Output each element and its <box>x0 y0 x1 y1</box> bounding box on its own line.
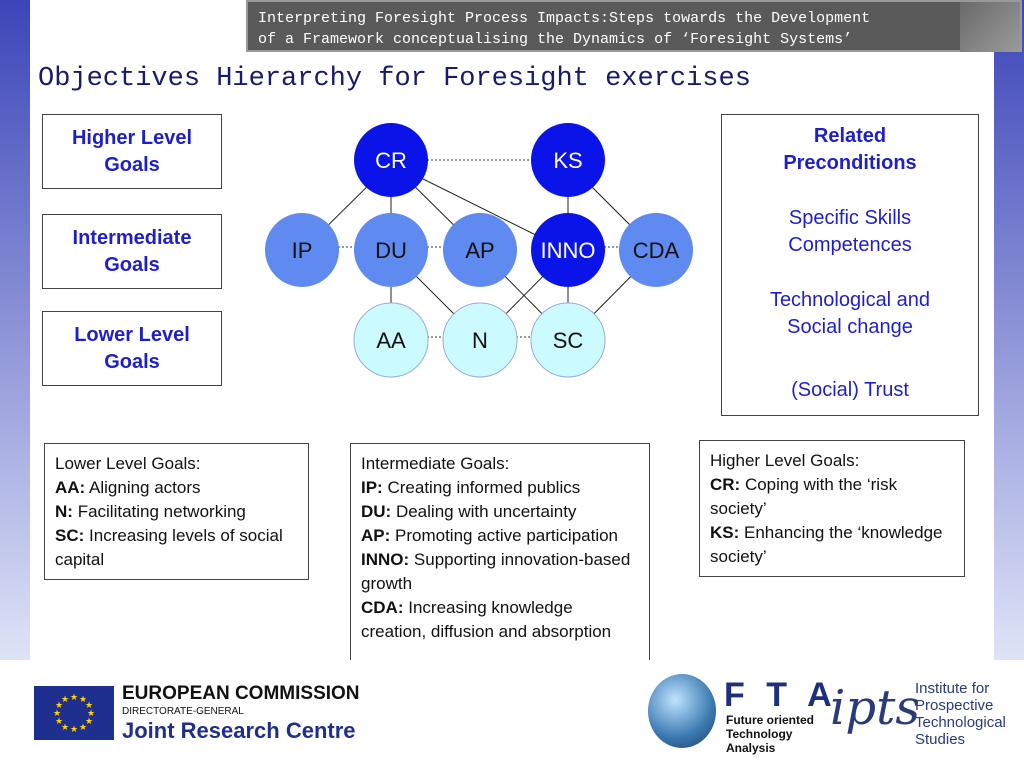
intermediate-desc-item: INNO: Supporting innovation-based growth <box>361 550 631 593</box>
eu-stars-icon: ★★★ ★★★ ★★★ ★★★ <box>53 693 95 735</box>
svg-text:★: ★ <box>79 695 87 705</box>
ipts-line-1: Institute for <box>915 680 990 697</box>
related-preconditions-box: Related Preconditions Specific Skills Co… <box>721 114 979 416</box>
lower-goals-description: Lower Level Goals: AA: Aligning actors N… <box>44 443 309 580</box>
svg-text:★: ★ <box>70 693 78 703</box>
fta-globe-logo-icon <box>648 674 716 748</box>
lower-level-label-2: Goals <box>104 350 160 373</box>
slide-title: Objectives Hierarchy for Foresight exerc… <box>38 64 751 94</box>
related-item-change: Technological and Social change <box>722 287 978 341</box>
related-item-trust: (Social) Trust <box>722 377 978 404</box>
node-du <box>354 213 428 287</box>
node-inno <box>531 213 605 287</box>
higher-desc-heading: Higher Level Goals: <box>710 451 860 470</box>
dotted-links <box>338 159 620 338</box>
lower-desc-heading: Lower Level Goals: <box>55 454 201 473</box>
node-ks <box>531 123 605 197</box>
right-gradient-bar <box>994 0 1024 660</box>
fta-subtitle: Future oriented Technology Analysis <box>726 713 814 755</box>
ec-name: EUROPEAN COMMISSION <box>122 683 360 704</box>
footer-band <box>0 660 1024 768</box>
node-ip <box>265 213 339 287</box>
ec-jrc: Joint Research Centre <box>122 718 356 743</box>
fta-line-3: Analysis <box>726 741 776 755</box>
node-cda-label: CDA <box>633 238 680 263</box>
node-inno-label: INNO <box>541 238 596 263</box>
svg-text:★: ★ <box>55 701 63 711</box>
intermediate-goals-description: Intermediate Goals: IP: Creating informe… <box>350 443 650 691</box>
svg-text:★: ★ <box>85 717 93 727</box>
higher-goals-description: Higher Level Goals: CR: Coping with the … <box>699 440 965 577</box>
node-aa <box>353 302 429 378</box>
node-n-label: N <box>472 328 488 353</box>
node-ip-label: IP <box>292 238 313 263</box>
svg-text:★: ★ <box>61 723 69 733</box>
header-line-1: Interpreting Foresight Process Impacts:S… <box>258 10 871 27</box>
related-item-skills-2: Competences <box>788 234 912 256</box>
ipts-line-2: Prospective <box>915 697 994 714</box>
node-sc <box>530 302 606 378</box>
node-du-label: DU <box>375 238 407 263</box>
lower-desc-item: N: Facilitating networking <box>55 502 246 521</box>
svg-text:★: ★ <box>70 725 78 735</box>
lower-desc-item: AA: Aligning actors <box>55 478 201 497</box>
node-cr-label: CR <box>375 148 407 173</box>
ipts-line-4: Studies <box>915 731 966 748</box>
svg-text:★: ★ <box>55 717 63 727</box>
related-title-1: Related <box>813 125 887 147</box>
intermediate-desc-item: IP: Creating informed publics <box>361 478 581 497</box>
node-n <box>442 302 518 378</box>
svg-text:★: ★ <box>85 701 93 711</box>
header-text: Interpreting Foresight Process Impacts:S… <box>258 8 958 50</box>
node-sc-label: SC <box>553 328 584 353</box>
fta-line-1: Future oriented <box>726 713 815 727</box>
left-gradient-bar <box>0 0 30 660</box>
fta-line-2: Technology <box>726 727 793 741</box>
slide-header: Interpreting Foresight Process Impacts:S… <box>246 0 1022 52</box>
intermediate-desc-item: AP: Promoting active participation <box>361 526 619 545</box>
lower-desc-item: SC: Increasing levels of social capital <box>55 526 283 569</box>
ipts-line-3: Technological <box>915 714 1006 731</box>
higher-desc-item: KS: Enhancing the ‘knowledge society’ <box>710 523 943 566</box>
related-item-trust-1: (Social) Trust <box>791 379 909 401</box>
ec-directorate: DIRECTORATE-GENERAL <box>122 706 244 717</box>
related-item-skills-1: Specific Skills <box>788 207 912 229</box>
node-cda <box>619 213 693 287</box>
intermediate-desc-item: DU: Dealing with uncertainty <box>361 502 577 521</box>
intermediate-desc-heading: Intermediate Goals: <box>361 454 510 473</box>
related-title: Related Preconditions <box>722 123 978 177</box>
higher-level-label-1: Higher Level <box>71 126 193 149</box>
related-title-2: Preconditions <box>783 152 917 174</box>
related-item-change-2: Social change <box>787 316 913 338</box>
intermediate-label-1: Intermediate <box>72 226 192 249</box>
node-cr <box>354 123 428 197</box>
header-corner-decoration <box>960 2 1020 52</box>
ipts-logo: ipts <box>830 680 920 736</box>
node-ks-label: KS <box>553 148 582 173</box>
header-line-2: of a Framework conceptualising the Dynam… <box>258 31 853 48</box>
ipts-name: Institute for Prospective Technological … <box>915 680 1006 748</box>
intermediate-label-2: Goals <box>104 253 160 276</box>
higher-level-label-2: Goals <box>104 153 160 176</box>
fta-logo: F T A <box>724 676 838 714</box>
nodes: CR KS IP DU AP INNO CDA AA N SC <box>265 123 693 378</box>
svg-text:★: ★ <box>61 695 69 705</box>
eu-flag-icon: ★★★ ★★★ ★★★ ★★★ <box>34 686 114 740</box>
node-ap <box>443 213 517 287</box>
related-item-skills: Specific Skills Competences <box>722 205 978 259</box>
svg-text:★: ★ <box>79 723 87 733</box>
node-aa-label: AA <box>376 328 406 353</box>
node-ap-label: AP <box>465 238 494 263</box>
higher-desc-item: CR: Coping with the ‘risk society’ <box>710 475 898 518</box>
lower-level-label-1: Lower Level <box>74 323 190 346</box>
svg-text:★: ★ <box>87 709 95 719</box>
intermediate-desc-item: CDA: Increasing knowledge creation, diff… <box>361 598 612 641</box>
related-item-change-1: Technological and <box>769 289 931 311</box>
svg-text:★: ★ <box>53 709 61 719</box>
